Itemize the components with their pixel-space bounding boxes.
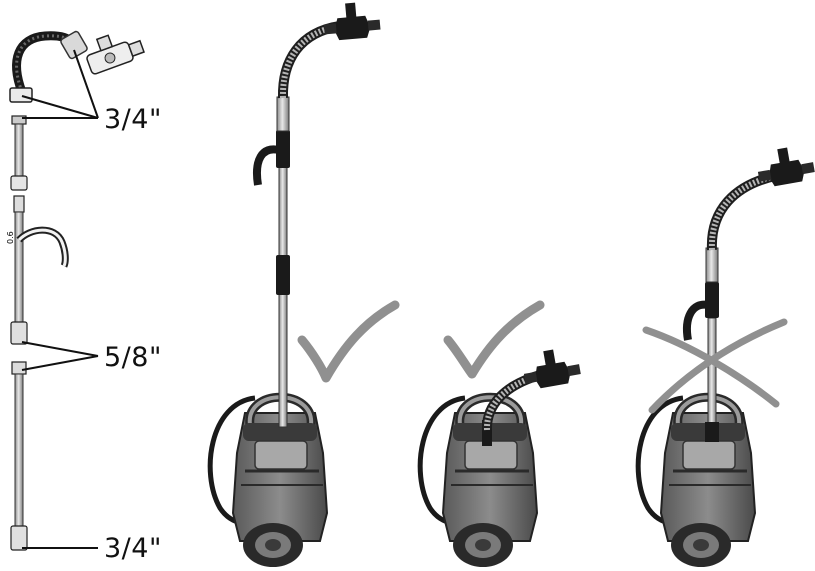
check-mark-2 bbox=[448, 305, 540, 374]
thread-size-label-middle: 5/8" bbox=[104, 344, 162, 371]
pump-configuration-2 bbox=[420, 345, 582, 567]
thread-size-label-top: 3/4" bbox=[104, 106, 162, 133]
check-mark-1 bbox=[302, 305, 395, 378]
thread-size-label-bottom: 3/4" bbox=[104, 535, 162, 562]
leader-lines bbox=[22, 50, 98, 548]
pump-configuration-3 bbox=[638, 143, 815, 567]
svg-text:0.6: 0.6 bbox=[6, 231, 15, 244]
pump-configuration-1 bbox=[210, 1, 381, 567]
